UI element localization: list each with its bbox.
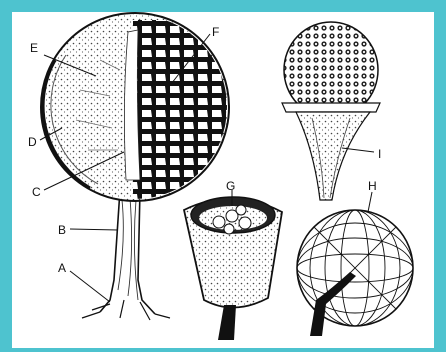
label-d: D xyxy=(28,135,37,149)
net-sporangium xyxy=(297,210,413,336)
label-i: I xyxy=(378,147,381,161)
label-h: H xyxy=(368,179,377,193)
label-a: A xyxy=(58,261,66,275)
label-f: F xyxy=(212,25,219,39)
cup-sporangium xyxy=(184,197,282,340)
label-b: B xyxy=(58,223,66,237)
bumpy-sporangium xyxy=(282,22,380,200)
fungus-structures-illustration: E D C F B A G H I xyxy=(12,12,434,348)
label-e: E xyxy=(30,41,38,55)
label-g: G xyxy=(226,179,235,193)
label-c: C xyxy=(32,185,41,199)
diagram-panel: E D C F B A G H I xyxy=(12,12,434,348)
